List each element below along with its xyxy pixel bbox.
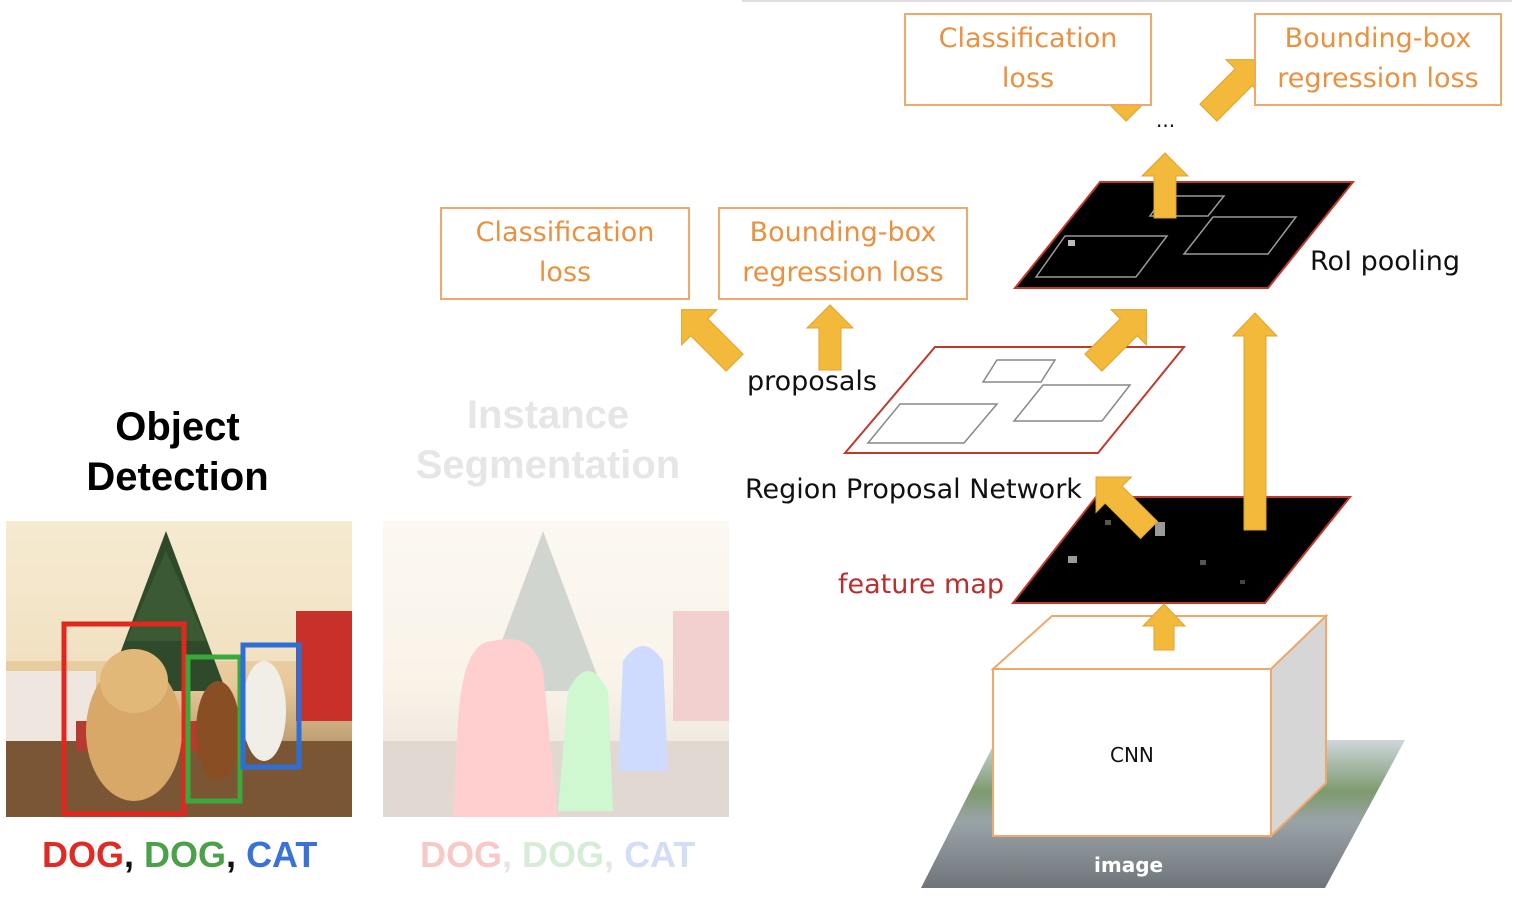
rpn-cls-loss-line1: Classification [475,217,655,248]
roi-pooling-label: RoI pooling [1310,246,1461,277]
instance-segmentation-title: Instance Segmentation [400,390,696,490]
top-cls-loss-line1: Classification [938,23,1118,54]
instance-segmentation-labels: DOG, DOG, CAT [420,834,695,876]
arrow-proposals-to-bbox-loss [805,304,855,371]
rpn-label: Region Proposal Network [745,474,1082,505]
arrow-proposals-to-cls-loss [681,309,744,372]
arrow-featuremap-to-rpn [1095,476,1159,540]
seg-label-dog-2: DOG [522,834,605,875]
seg-label-cat: CAT [624,834,696,875]
arrow-featuremap-to-roi [1231,312,1279,531]
top-bbox-loss-line2: regression loss [1277,63,1479,94]
object-detection-labels: DOG, DOG, CAT [42,834,317,876]
rpn-cls-loss-line2: loss [538,257,592,288]
rpn-classification-loss-box: Classification loss [440,207,690,300]
instance-segmentation-title-line2: Segmentation [415,443,681,487]
feature-map-label: feature map [838,569,1005,600]
seg-label-sep-2: , [604,834,625,875]
label-sep-1: , [124,834,145,875]
rpn-proposal-box [1012,384,1132,422]
label-dog-2: DOG [144,834,227,875]
rpn-proposal-box [981,359,1057,383]
seg-label-sep-1: , [502,834,523,875]
arrow-rpn-to-roi [1084,309,1147,372]
proposals-label: proposals [747,366,878,397]
arrow-cnn-to-featuremap [1141,603,1187,651]
label-cat: CAT [246,834,318,875]
rpn-bbox-loss-line2: regression loss [742,257,944,288]
rpn-bbox-loss-box: Bounding-box regression loss [718,207,968,300]
label-sep-2: , [226,834,247,875]
label-dog-1: DOG [42,834,125,875]
ellipsis-label: ... [1156,108,1176,132]
object-detection-title: Object Detection [60,402,295,502]
arrow-roi-to-top [1140,152,1190,219]
object-detection-title-line2: Detection [86,455,269,499]
image-label: image [1094,853,1164,877]
seg-label-dog-1: DOG [420,834,503,875]
top-bbox-loss-box: Bounding-box regression loss [1254,13,1502,106]
cnn-box-front [992,668,1272,837]
object-detection-photo [6,521,352,817]
top-bbox-loss-line1: Bounding-box [1284,23,1472,54]
top-classification-loss-box: Classification loss [904,13,1152,106]
rpn-bbox-loss-line1: Bounding-box [749,217,937,248]
object-detection-title-line1: Object [115,405,240,449]
roi-pooling-plane [1012,181,1356,289]
feature-map-plane [1010,496,1353,604]
cnn-label: CNN [1110,743,1154,767]
rpn-proposal-box [866,403,999,444]
instance-segmentation-photo [383,521,729,817]
instance-segmentation-title-line1: Instance [466,393,630,437]
top-cls-loss-line2: loss [1001,63,1055,94]
